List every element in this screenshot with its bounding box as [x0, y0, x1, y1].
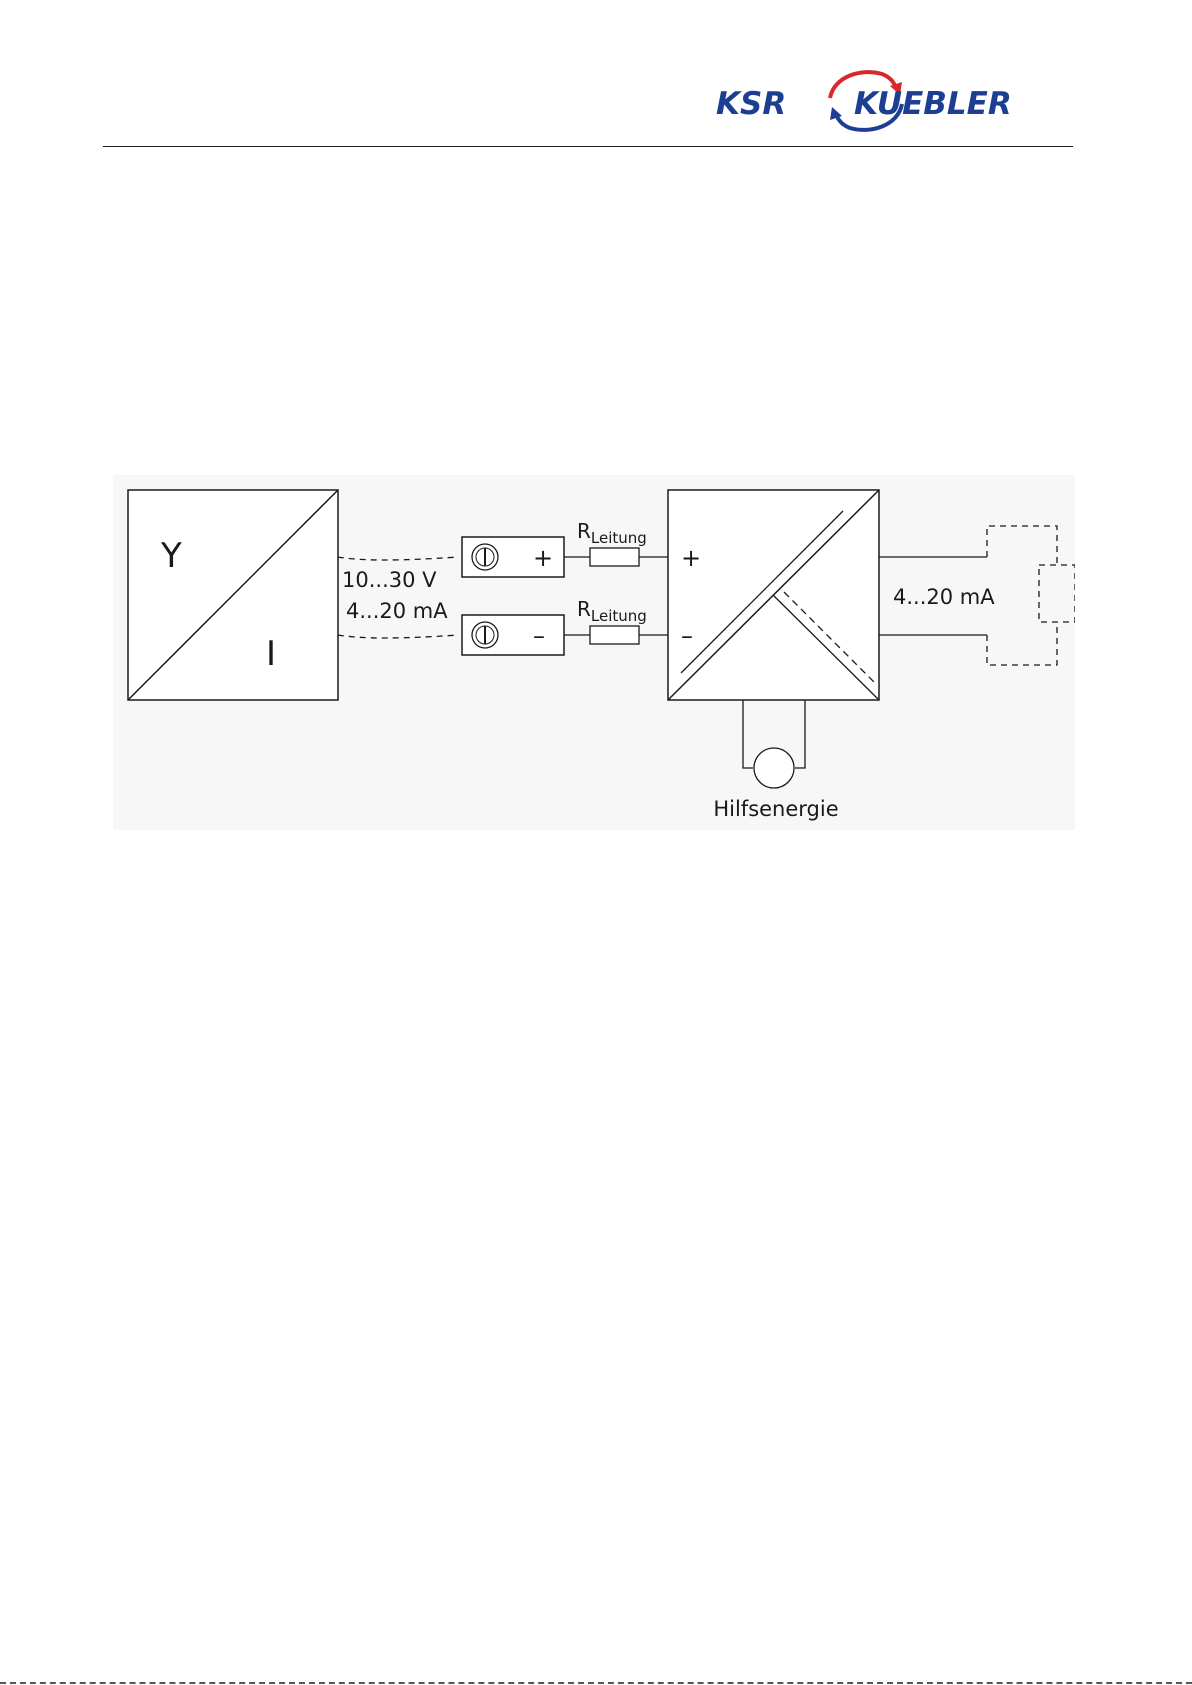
transmitter-i-symbol: I [266, 634, 276, 674]
resistor-subscript: Leitung [591, 607, 647, 625]
line-resistor-minus: RLeitung [577, 597, 647, 644]
power-source-icon [754, 748, 794, 788]
ksr-kuebler-logo: KSR KUEBLER [712, 62, 1072, 140]
isolator-plus-label: + [681, 544, 701, 572]
auxiliary-power: Hilfsenergie [713, 700, 838, 821]
terminal-plus-label: + [533, 544, 553, 572]
resistor-subscript: Leitung [591, 529, 647, 547]
line-resistor-plus: RLeitung [577, 519, 647, 566]
logo-ksr-text: KSR [716, 86, 786, 122]
header-divider [103, 146, 1073, 147]
svg-text:RLeitung: RLeitung [577, 597, 647, 625]
wiring-diagram: Y I 10...30 V 4...20 mA + – RLeitung [113, 475, 1075, 830]
screw-terminal-icon [472, 622, 498, 648]
svg-text:RLeitung: RLeitung [577, 519, 647, 547]
transmitter-y-symbol: Y [160, 536, 182, 576]
auxiliary-power-label: Hilfsenergie [713, 797, 838, 821]
logo-kuebler-text: KUEBLER [854, 86, 1012, 122]
supply-voltage-label: 10...30 V [342, 568, 437, 592]
isolator-block: + – [668, 490, 879, 700]
output-current-label: 4...20 mA [893, 585, 995, 609]
isolator-minus-label: – [681, 622, 693, 650]
terminal-minus: – [462, 615, 564, 655]
load-resistor-icon [1039, 565, 1075, 622]
terminal-plus: + [462, 537, 564, 577]
screw-terminal-icon [472, 544, 498, 570]
field-wire-plus [338, 557, 458, 560]
output-load [987, 526, 1075, 665]
resistor-symbol: R [577, 519, 591, 543]
resistor-symbol: R [577, 597, 591, 621]
transmitter-block: Y I [128, 490, 338, 700]
supply-current-label: 4...20 mA [346, 599, 448, 623]
terminal-minus-label: – [533, 622, 545, 650]
field-wire-minus [338, 635, 458, 638]
footer-divider [0, 1682, 1192, 1684]
